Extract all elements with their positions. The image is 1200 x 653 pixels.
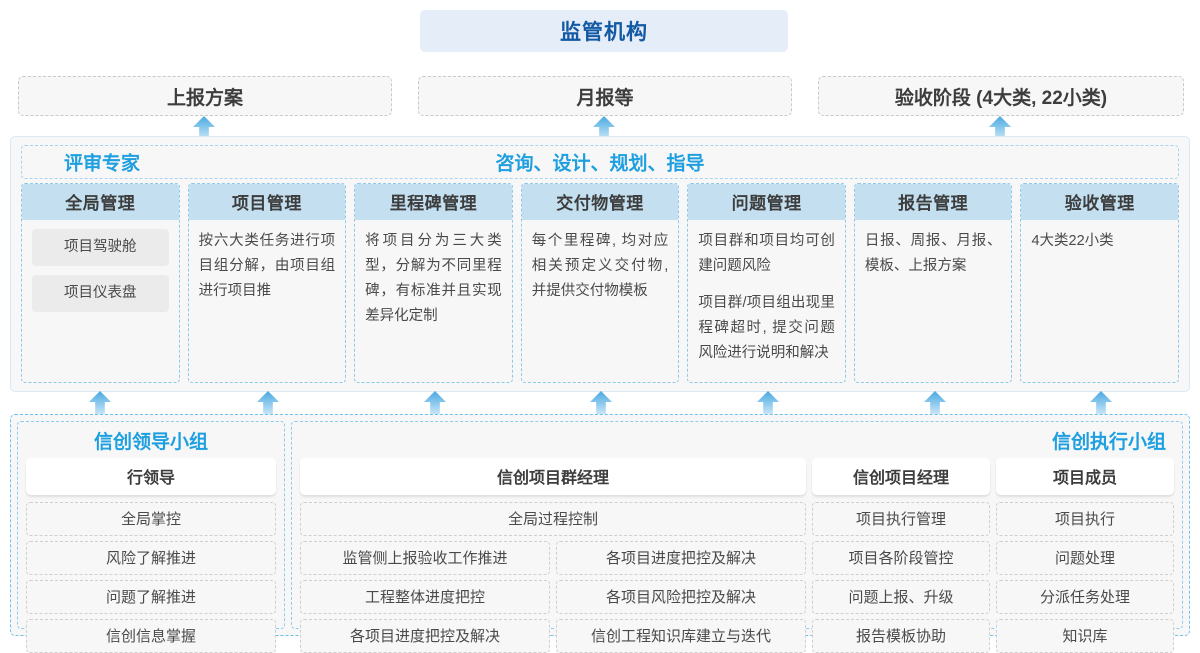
card-paragraph: 日报、周报、月报、模板、上报方案 <box>864 233 1002 274</box>
role-item[interactable]: 问题上报、升级 <box>812 580 990 614</box>
card-title: 验收管理 <box>1021 184 1179 220</box>
group-leadership: 信创领导小组 行领导 全局掌控 风险了解推进 问题了解推进 信创信息掌握 <box>17 421 285 653</box>
pill-item[interactable]: 项目驾驶舱 <box>32 229 169 266</box>
role-item[interactable]: 各项目进度把控及解决 <box>300 619 550 653</box>
role-item[interactable]: 知识库 <box>996 619 1174 653</box>
card-paragraph: 每个里程碑, 均对应相关预定义交付物, 并提供交付物模板 <box>531 233 669 299</box>
report-box-plan: 上报方案 <box>18 76 392 116</box>
card-paragraph: 项目群和项目均可创建问题风险 <box>698 233 835 274</box>
arrow-up-icon <box>89 391 111 415</box>
card-body: 项目群和项目均可创建问题风险 项目群/项目组出现里程碑超时, 提交问题风险进行说… <box>688 220 845 372</box>
card-body: 4大类22小类 <box>1021 220 1178 260</box>
review-expert-label: 评审专家 <box>64 153 141 175</box>
role-item[interactable]: 信创信息掌握 <box>26 619 276 653</box>
group-title: 信创领导小组 <box>93 432 208 453</box>
role-item[interactable]: 各项目风险把控及解决 <box>556 580 806 614</box>
card-milestone-management[interactable]: 里程碑管理 将项目分为三大类型，分解为不同里程碑，有标准并且实现差异化定制 <box>354 183 513 383</box>
role-item[interactable]: 项目执行 <box>996 502 1174 536</box>
execution-columns: 信创项目群经理 全局过程控制 监管侧上报验收工作推进 工程整体进度把控 各项目进… <box>300 458 1174 653</box>
card-body: 按六大类任务进行项目组分解，由项目组进行项目推 <box>189 220 346 310</box>
arrow-up-icon <box>590 391 612 415</box>
card-project-management[interactable]: 项目管理 按六大类任务进行项目组分解，由项目组进行项目推 <box>187 183 347 383</box>
role-item[interactable]: 分派任务处理 <box>996 580 1174 614</box>
role-header-project-member[interactable]: 项目成员 <box>996 458 1174 495</box>
arrow-up-icon <box>924 391 946 415</box>
card-issue-management[interactable]: 问题管理 项目群和项目均可创建问题风险 项目群/项目组出现里程碑超时, 提交问题… <box>687 183 846 383</box>
role-item[interactable]: 项目各阶段管控 <box>812 541 990 575</box>
card-title: 交付物管理 <box>521 184 679 220</box>
role-item[interactable]: 问题处理 <box>996 541 1174 575</box>
card-body: 每个里程碑, 均对应相关预定义交付物, 并提供交付物模板 <box>522 220 679 310</box>
card-paragraph: 项目群/项目组出现里程碑超时, 提交问题风险进行说明和解决 <box>698 294 835 361</box>
program-manager-split: 监管侧上报验收工作推进 工程整体进度把控 各项目进度把控及解决 各项目进度把控及… <box>300 541 806 653</box>
card-paragraph: 将项目分为三大类型，分解为不同里程碑，有标准并且实现差异化定制 <box>365 233 502 324</box>
card-paragraph: 4大类22小类 <box>1031 233 1114 249</box>
card-paragraph: 按六大类任务进行项目组分解，由项目组进行项目推 <box>198 233 336 299</box>
arrow-up-icon <box>757 391 779 415</box>
role-item[interactable]: 全局过程控制 <box>300 502 806 536</box>
arrow-up-icon <box>257 391 279 415</box>
role-header-program-manager[interactable]: 信创项目群经理 <box>300 458 806 495</box>
role-item[interactable]: 项目执行管理 <box>812 502 990 536</box>
role-item[interactable]: 信创工程知识库建立与迭代 <box>556 619 806 653</box>
program-manager-left-column: 监管侧上报验收工作推进 工程整体进度把控 各项目进度把控及解决 <box>300 541 550 653</box>
card-body: 将项目分为三大类型，分解为不同里程碑，有标准并且实现差异化定制 <box>355 220 512 335</box>
consulting-label: 咨询、设计、规划、指导 <box>495 153 705 175</box>
arrow-up-icon <box>424 391 446 415</box>
bottom-section: 信创领导小组 行领导 全局掌控 风险了解推进 问题了解推进 信创信息掌握 信创执… <box>10 414 1190 653</box>
role-item[interactable]: 各项目进度把控及解决 <box>556 541 806 575</box>
group-title: 信创执行小组 <box>1051 432 1166 453</box>
role-item[interactable]: 全局掌控 <box>26 502 276 536</box>
middle-section: 评审专家 咨询、设计、规划、指导 全局管理 项目驾驶舱 项目仪表盘 项目管理 按… <box>10 136 1190 392</box>
card-body: 日报、周报、月报、模板、上报方案 <box>855 220 1012 285</box>
report-box-label: 月报等 <box>576 87 634 109</box>
role-item[interactable]: 监管侧上报验收工作推进 <box>300 541 550 575</box>
card-title: 报告管理 <box>854 184 1012 220</box>
pill-item[interactable]: 项目仪表盘 <box>32 274 169 312</box>
role-header-project-manager[interactable]: 信创项目经理 <box>812 458 990 495</box>
regulator-box: 监管机构 <box>420 10 788 52</box>
middle-label-bar: 评审专家 咨询、设计、规划、指导 <box>21 145 1179 179</box>
column-program-manager: 信创项目群经理 全局过程控制 监管侧上报验收工作推进 工程整体进度把控 各项目进… <box>300 458 806 653</box>
arrow-up-icon <box>1090 391 1112 415</box>
card-title: 全局管理 <box>22 184 179 220</box>
card-deliverable-management[interactable]: 交付物管理 每个里程碑, 均对应相关预定义交付物, 并提供交付物模板 <box>520 183 680 383</box>
program-manager-right-column: 各项目进度把控及解决 各项目风险把控及解决 信创工程知识库建立与迭代 <box>556 541 806 653</box>
column-project-member: 项目成员 项目执行 问题处理 分派任务处理 知识库 <box>996 458 1174 653</box>
report-box-label: 上报方案 <box>166 87 243 109</box>
role-item[interactable]: 报告模板协助 <box>812 619 990 653</box>
card-acceptance-management[interactable]: 验收管理 4大类22小类 <box>1020 183 1180 383</box>
regulator-label: 监管机构 <box>560 21 648 44</box>
role-item[interactable]: 问题了解推进 <box>26 580 276 614</box>
report-box-acceptance: 验收阶段 (4大类, 22小类) <box>818 76 1184 116</box>
group-execution: 信创执行小组 信创项目群经理 全局过程控制 监管侧上报验收工作推进 工程整体进度… <box>291 421 1183 653</box>
card-global-management[interactable]: 全局管理 项目驾驶舱 项目仪表盘 <box>21 183 180 383</box>
card-title: 里程碑管理 <box>355 184 512 220</box>
card-body: 项目驾驶舱 项目仪表盘 <box>22 220 179 327</box>
role-item[interactable]: 风险了解推进 <box>26 541 276 575</box>
report-box-label: 验收阶段 (4大类, 22小类) <box>894 87 1108 109</box>
middle-card-row: 全局管理 项目驾驶舱 项目仪表盘 项目管理 按六大类任务进行项目组分解，由项目组… <box>21 183 1180 383</box>
role-header-bank-leader[interactable]: 行领导 <box>26 458 276 495</box>
role-item[interactable]: 工程整体进度把控 <box>300 580 550 614</box>
report-box-monthly: 月报等 <box>418 76 792 116</box>
card-title: 项目管理 <box>188 184 346 220</box>
column-project-manager: 信创项目经理 项目执行管理 项目各阶段管控 问题上报、升级 报告模板协助 <box>812 458 990 653</box>
card-title: 问题管理 <box>688 184 845 220</box>
card-report-management[interactable]: 报告管理 日报、周报、月报、模板、上报方案 <box>853 183 1013 383</box>
